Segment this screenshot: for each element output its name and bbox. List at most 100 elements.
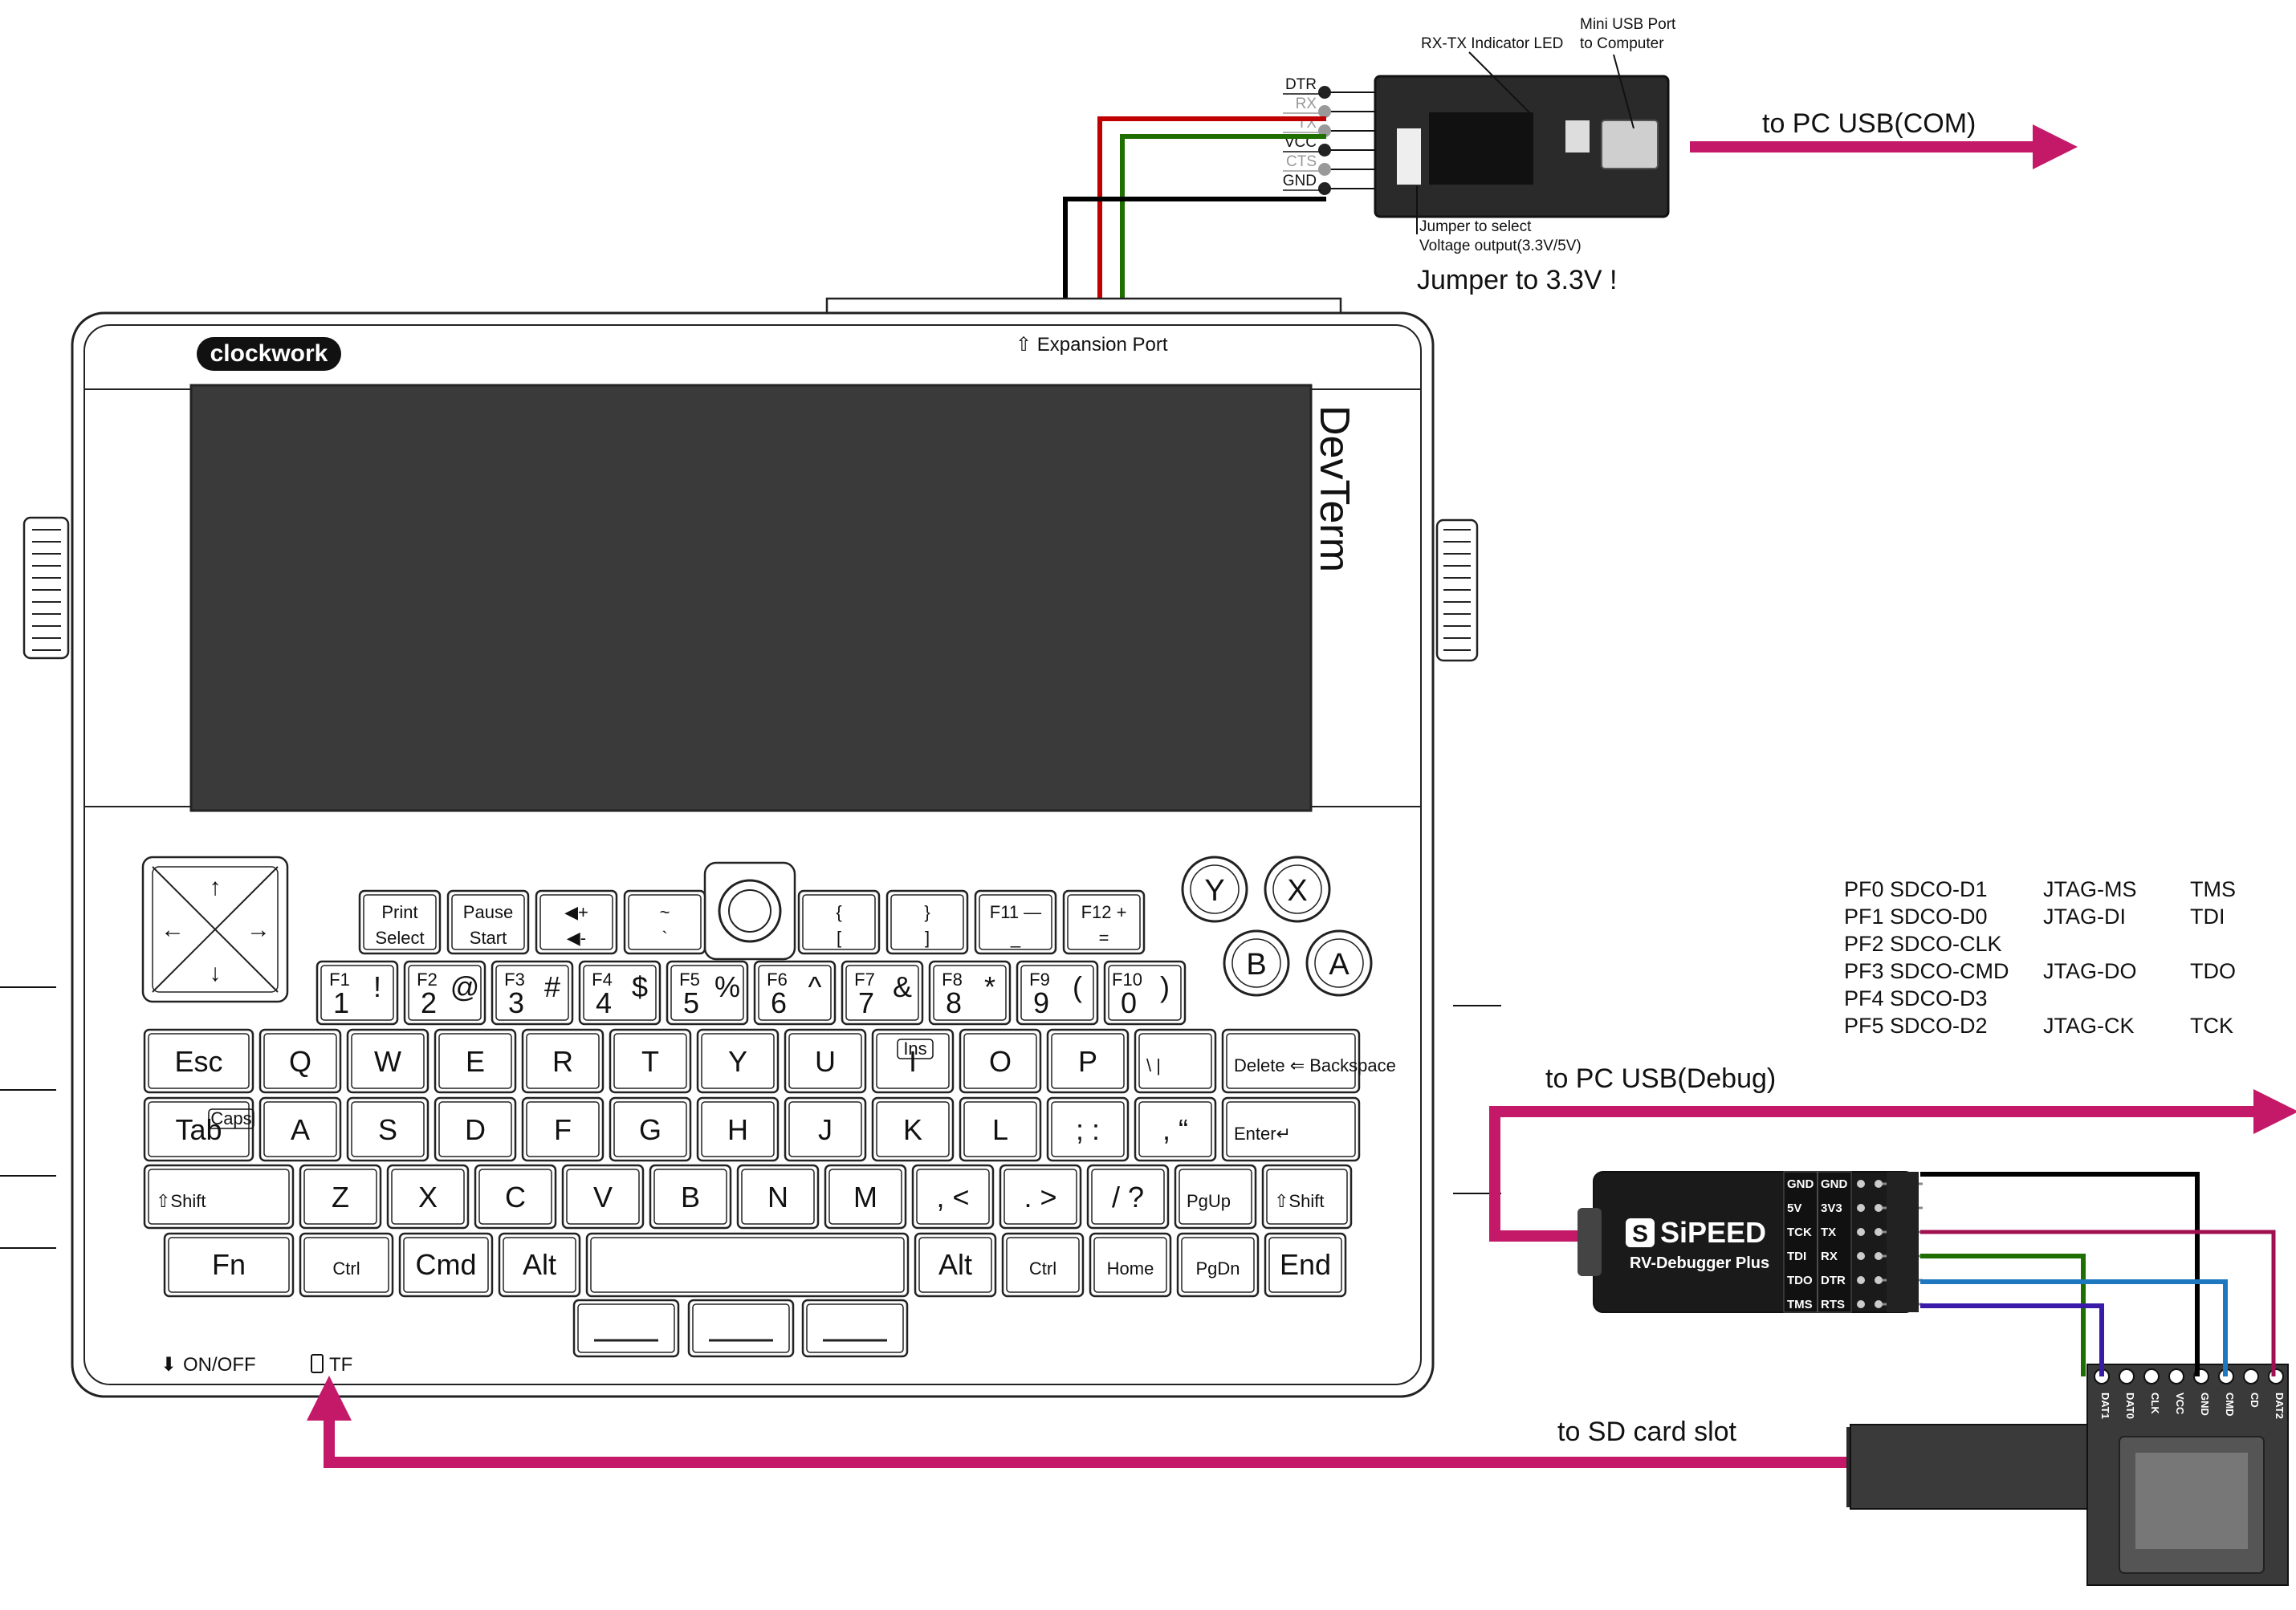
key-top-7[interactable]: F12 += [1064,891,1144,953]
sd-pin-label: VCC [2174,1392,2186,1415]
key-row_a-8[interactable]: K [873,1098,953,1161]
key-row_b-9[interactable]: End [1265,1234,1345,1296]
left-knob [24,518,68,658]
key-row_z-4[interactable]: V [563,1165,643,1228]
key-row_b-8[interactable]: PgDn [1178,1234,1258,1296]
key-top-0[interactable]: PrintSelect [360,891,440,953]
key-row_z-0[interactable]: ⇧Shift [145,1165,293,1228]
key-row_q-7[interactable]: U [785,1030,865,1092]
key-row_z-7[interactable]: M [825,1165,906,1228]
key-row_z-2[interactable]: X [388,1165,468,1228]
key-top-5[interactable]: }] [887,891,967,953]
key-row_q-0[interactable]: Esc [145,1030,253,1092]
key-num-6[interactable]: F66^ [755,962,835,1024]
key-num-2[interactable]: F22@ [405,962,485,1024]
mini-usb-port [1602,120,1658,169]
face-button-b[interactable]: B [1224,931,1288,995]
key-num-1[interactable]: F11! [317,962,397,1024]
key-row_z-12[interactable]: ⇧Shift [1263,1165,1351,1228]
key-label: * [984,970,995,1003]
key-row_z-5[interactable]: B [650,1165,731,1228]
key-row_a-2[interactable]: S [348,1098,428,1161]
key-row_b-3[interactable]: Alt [499,1234,580,1296]
key-row_a-7[interactable]: J [785,1098,865,1161]
sd-pin-pad [2144,1369,2159,1384]
key-row_z-11[interactable]: PgUp [1175,1165,1256,1228]
key-row_q-2[interactable]: W [348,1030,428,1092]
key-num-4[interactable]: F44$ [580,962,660,1024]
key-row_a-5[interactable]: G [610,1098,690,1161]
key-top-4[interactable]: {[ [799,891,879,953]
debugger-pin-label: 3V3 [1821,1201,1842,1215]
key-num-7[interactable]: F77& [842,962,922,1024]
key-row_a-9[interactable]: L [960,1098,1040,1161]
key-row_z-10[interactable]: / ? [1088,1165,1168,1228]
key-row_b-7[interactable]: Home [1090,1234,1170,1296]
key-row_q-9[interactable]: O [960,1030,1040,1092]
key-top-1[interactable]: PauseStart [448,891,528,953]
sipeed-s-icon: S [1632,1221,1648,1247]
key-row_b-6[interactable]: Ctrl [1003,1234,1083,1296]
key-label: [ [837,928,841,948]
to-pc-com-label: to PC USB(COM) [1762,108,1976,139]
key-row_z-3[interactable]: C [475,1165,556,1228]
key-row_a-11[interactable]: , “ [1135,1098,1215,1161]
key-row_q-11[interactable]: \ | [1135,1030,1215,1092]
key-top-2[interactable]: ◀+◀- [536,891,617,953]
key-top-3[interactable]: ~` [625,891,705,953]
mouse-button-2[interactable] [803,1300,907,1356]
key-row_b-4[interactable] [587,1234,908,1296]
key-row_q-6[interactable]: Y [698,1030,778,1092]
key-row_q-10[interactable]: P [1048,1030,1128,1092]
key-row_b-2[interactable]: Cmd [400,1234,492,1296]
key-num-9[interactable]: F99( [1017,962,1097,1024]
key-row_a-12[interactable]: Enter↵ [1223,1098,1359,1161]
key-row_z-9[interactable]: . > [1000,1165,1081,1228]
key-num-8[interactable]: F88* [930,962,1010,1024]
ftdi-pin-label: DTR [1285,76,1317,93]
pin-map-cell: TDI [2190,905,2225,929]
dpad[interactable]: ↑ ↓ ← → [143,857,287,1002]
key-row_a-1[interactable]: A [260,1098,340,1161]
key-label: R [552,1045,573,1078]
key-row_a-3[interactable]: D [435,1098,515,1161]
key-row_b-1[interactable]: Ctrl [300,1234,393,1296]
jumper-label-2: Voltage output(3.3V/5V) [1419,238,1582,254]
key-row_a-6[interactable]: H [698,1098,778,1161]
pin-map-cell: TMS [2190,877,2236,901]
debugger-pin-hole [1857,1276,1865,1284]
key-top-6[interactable]: F11 —_ [975,891,1056,953]
key-label: Start [470,928,507,948]
key-row_q-3[interactable]: E [435,1030,515,1092]
key-row_z-8[interactable]: , < [913,1165,993,1228]
key-row_a-4[interactable]: F [523,1098,603,1161]
debugger-pin-label: GND [1787,1177,1814,1191]
key-row_z-1[interactable]: Z [300,1165,381,1228]
mouse-button-0[interactable] [574,1300,678,1356]
face-button-x[interactable]: X [1265,857,1329,921]
key-row_a-10[interactable]: ; : [1048,1098,1128,1161]
key-row_q-5[interactable]: T [610,1030,690,1092]
dpad-right-icon: → [246,917,271,943]
debugger-pin-label: TDI [1787,1250,1806,1263]
gnd-wire [1065,199,1326,299]
key-num-3[interactable]: F33# [492,962,572,1024]
to-sd-label: to SD card slot [1557,1417,1737,1447]
key-num-0[interactable]: F100) [1105,962,1185,1024]
debugger-pin-label: TX [1821,1226,1836,1239]
key-num-5[interactable]: F55% [667,962,747,1024]
mouse-button-1[interactable] [689,1300,793,1356]
trackball[interactable] [705,863,795,959]
key-row_q-1[interactable]: Q [260,1030,340,1092]
key-row_q-4[interactable]: R [523,1030,603,1092]
key-row_b-5[interactable]: Alt [915,1234,995,1296]
key-row_a-0[interactable]: Tab [145,1098,253,1161]
face-button-a[interactable]: A [1307,931,1371,995]
key-label: X [418,1181,438,1214]
key-row_z-6[interactable]: N [738,1165,818,1228]
debugger-pin-hole [1875,1276,1883,1284]
caps-badge: Caps [209,1108,254,1128]
debugger-pin-hole [1875,1252,1883,1260]
key-row_b-0[interactable]: Fn [165,1234,293,1296]
face-button-y[interactable]: Y [1183,857,1247,921]
